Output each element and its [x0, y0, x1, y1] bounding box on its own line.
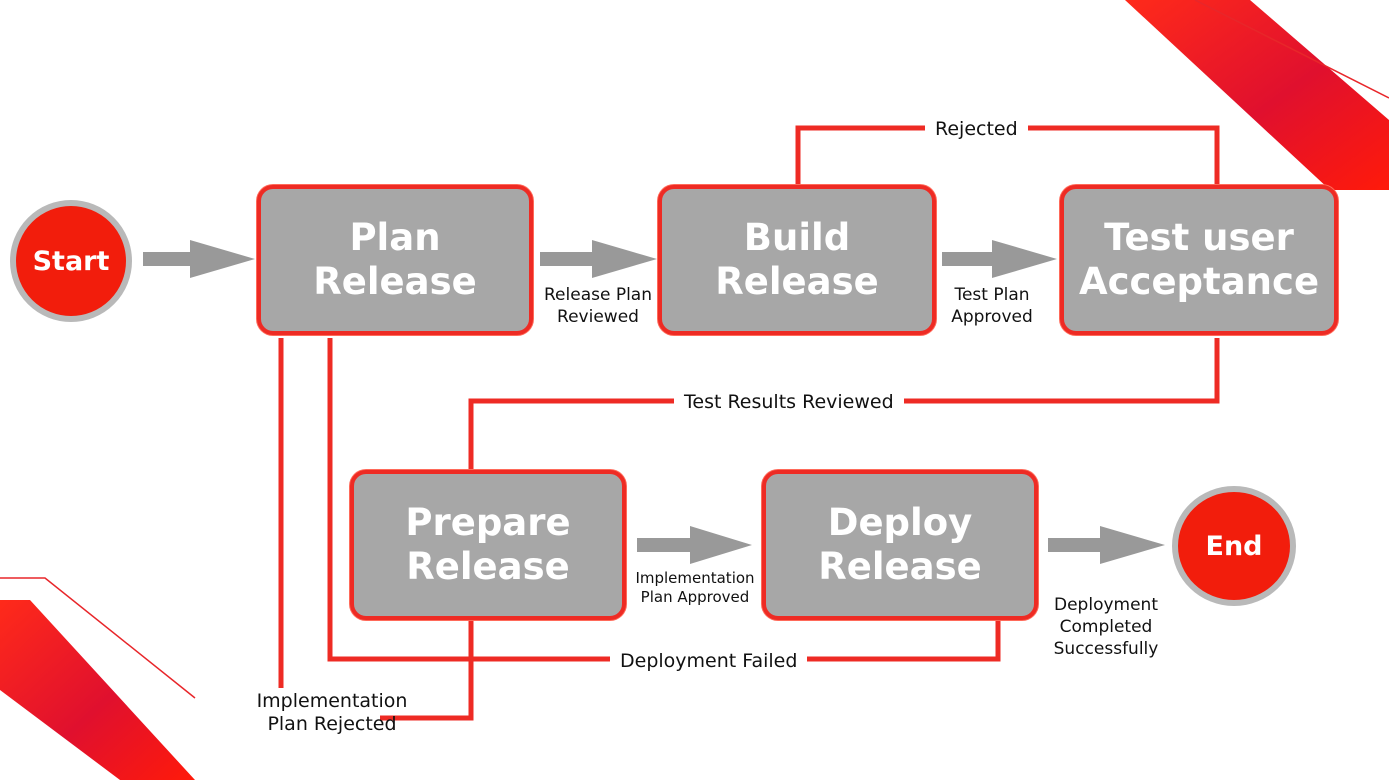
plan-release-node: Plan Release	[257, 185, 533, 335]
start-node: Start	[10, 200, 132, 322]
bottom-left-ribbon	[0, 577, 196, 780]
test-acceptance-line1: Test user	[1104, 216, 1294, 259]
label-implementation-plan-rejected: Implementation Plan Rejected	[236, 690, 428, 736]
label-impl-rejected-line1: Implementation	[256, 690, 408, 712]
label-rejected-text: Rejected	[935, 118, 1018, 140]
deploy-release-line1: Deploy	[827, 501, 973, 544]
label-impl-rejected-line2: Plan Rejected	[267, 713, 397, 735]
arrow-deploy-to-end	[1048, 526, 1165, 564]
label-test-plan-approved-line1: Test Plan	[954, 285, 1030, 305]
label-release-plan-reviewed-line1: Release Plan	[544, 285, 652, 305]
arrow-build-to-test	[942, 240, 1057, 278]
label-release-plan-reviewed: Release Plan Reviewed	[536, 284, 660, 328]
label-release-plan-reviewed-line2: Reviewed	[557, 307, 639, 327]
label-deploy-completed-line1: Deployment	[1054, 595, 1158, 615]
arrow-prepare-to-deploy	[637, 526, 752, 564]
end-node: End	[1172, 486, 1296, 606]
label-impl-approved-line1: Implementation	[635, 569, 755, 587]
arrow-plan-to-build	[540, 240, 657, 278]
label-test-plan-approved-line2: Approved	[951, 307, 1033, 327]
start-label: Start	[32, 245, 110, 277]
prepare-release-line2: Release	[406, 545, 570, 588]
test-acceptance-line2: Acceptance	[1078, 260, 1320, 303]
label-deploy-completed-line2: Completed	[1059, 617, 1153, 637]
build-release-line1: Build	[743, 216, 851, 259]
deploy-release-node: Deploy Release	[762, 470, 1038, 620]
build-release-line2: Release	[715, 260, 879, 303]
prepare-release-node: Prepare Release	[350, 470, 626, 620]
end-label: End	[1205, 530, 1263, 562]
label-test-results-reviewed: Test Results Reviewed	[674, 391, 904, 414]
label-rejected: Rejected	[925, 118, 1028, 141]
label-deployment-failed: Deployment Failed	[610, 650, 808, 673]
label-impl-approved-line2: Plan Approved	[640, 588, 750, 606]
deploy-release-line2: Release	[818, 545, 982, 588]
label-test-results-reviewed-text: Test Results Reviewed	[684, 391, 894, 413]
label-deployment-failed-text: Deployment Failed	[620, 650, 798, 672]
test-acceptance-node: Test user Acceptance	[1060, 185, 1338, 335]
arrow-start-to-plan	[143, 240, 255, 278]
prepare-release-line1: Prepare	[405, 501, 571, 544]
label-deploy-completed-line3: Successfully	[1053, 639, 1159, 659]
label-implementation-plan-approved: Implementation Plan Approved	[628, 569, 762, 607]
flow-arrows	[143, 240, 1165, 564]
connector-impl-rejected	[380, 620, 474, 721]
plan-release-line1: Plan	[349, 216, 441, 259]
build-release-node: Build Release	[658, 185, 936, 335]
label-test-plan-approved: Test Plan Approved	[938, 284, 1046, 328]
top-right-ribbon	[1125, 0, 1389, 190]
label-deployment-completed: Deployment Completed Successfully	[1040, 594, 1172, 660]
plan-release-line2: Release	[313, 260, 477, 303]
